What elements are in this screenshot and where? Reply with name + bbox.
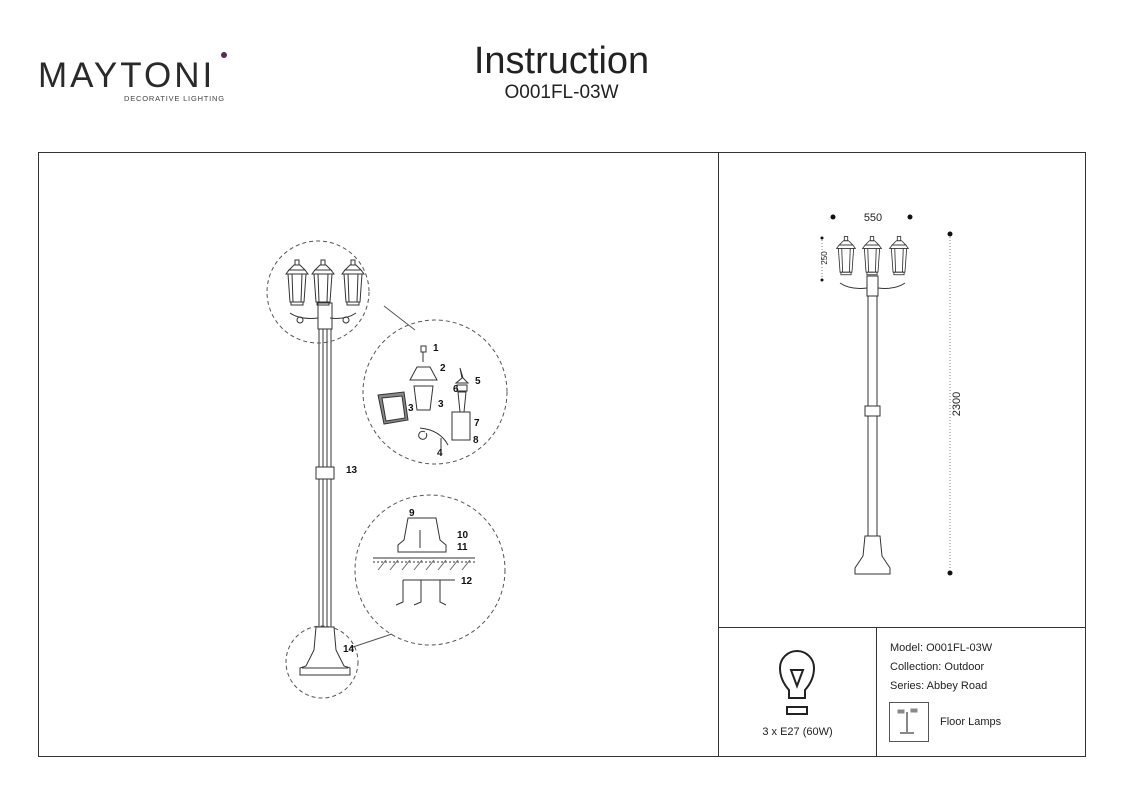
- part-label: 7: [474, 418, 480, 429]
- part-label: 12: [461, 576, 473, 587]
- part-label: 3: [438, 399, 444, 410]
- part-label: 4: [437, 448, 443, 459]
- model-number: O001FL-03W: [504, 82, 619, 103]
- part-labels: 1 2 3 3 4 5 6 7 8 9 10 11 12 13 14: [343, 343, 481, 655]
- total-height-dimension: 2300: [951, 392, 963, 416]
- divider: [718, 152, 719, 756]
- lamp-dimension-view: [836, 236, 909, 575]
- part-label: 2: [440, 363, 446, 374]
- part-label: 6: [453, 384, 459, 395]
- part-label: 14: [343, 644, 355, 655]
- spec-collection: Collection: Outdoor: [890, 661, 985, 673]
- bulb-spec: 3 x E27 (60W): [762, 726, 833, 738]
- exploded-head-parts: [377, 345, 471, 450]
- part-label: 5: [475, 376, 481, 387]
- part-label: 11: [457, 542, 468, 553]
- floor-lamp-icon: [897, 708, 918, 734]
- page-title: Instruction: [473, 40, 650, 82]
- spec-category: Floor Lamps: [940, 716, 1002, 728]
- lamp-assembly-view: [285, 259, 365, 676]
- part-label: 10: [457, 530, 469, 541]
- part-label: 1: [433, 343, 439, 354]
- light-bulb-icon: [778, 650, 816, 715]
- part-label: 13: [346, 465, 358, 476]
- part-label: 9: [409, 508, 415, 519]
- divider: [876, 627, 877, 756]
- logo-dot: [221, 52, 227, 58]
- detail-circles: [266, 240, 508, 699]
- exploded-base-parts: [373, 517, 475, 606]
- spec-series: Series: Abbey Road: [890, 680, 988, 692]
- part-label: 8: [473, 435, 479, 446]
- brand-tagline: DECORATIVE LIGHTING: [124, 94, 225, 103]
- divider: [718, 627, 1085, 628]
- head-height-dimension: 250: [820, 251, 829, 265]
- dimension-marks: [820, 214, 953, 576]
- instruction-frame: [38, 152, 1086, 757]
- part-label: 3: [408, 403, 414, 414]
- leader-lines: [349, 305, 416, 649]
- category-icon-box: [889, 702, 929, 742]
- spec-model: Model: O001FL-03W: [890, 642, 993, 654]
- width-dimension: 550: [864, 212, 882, 224]
- brand-logo: MAYTONI: [38, 52, 227, 96]
